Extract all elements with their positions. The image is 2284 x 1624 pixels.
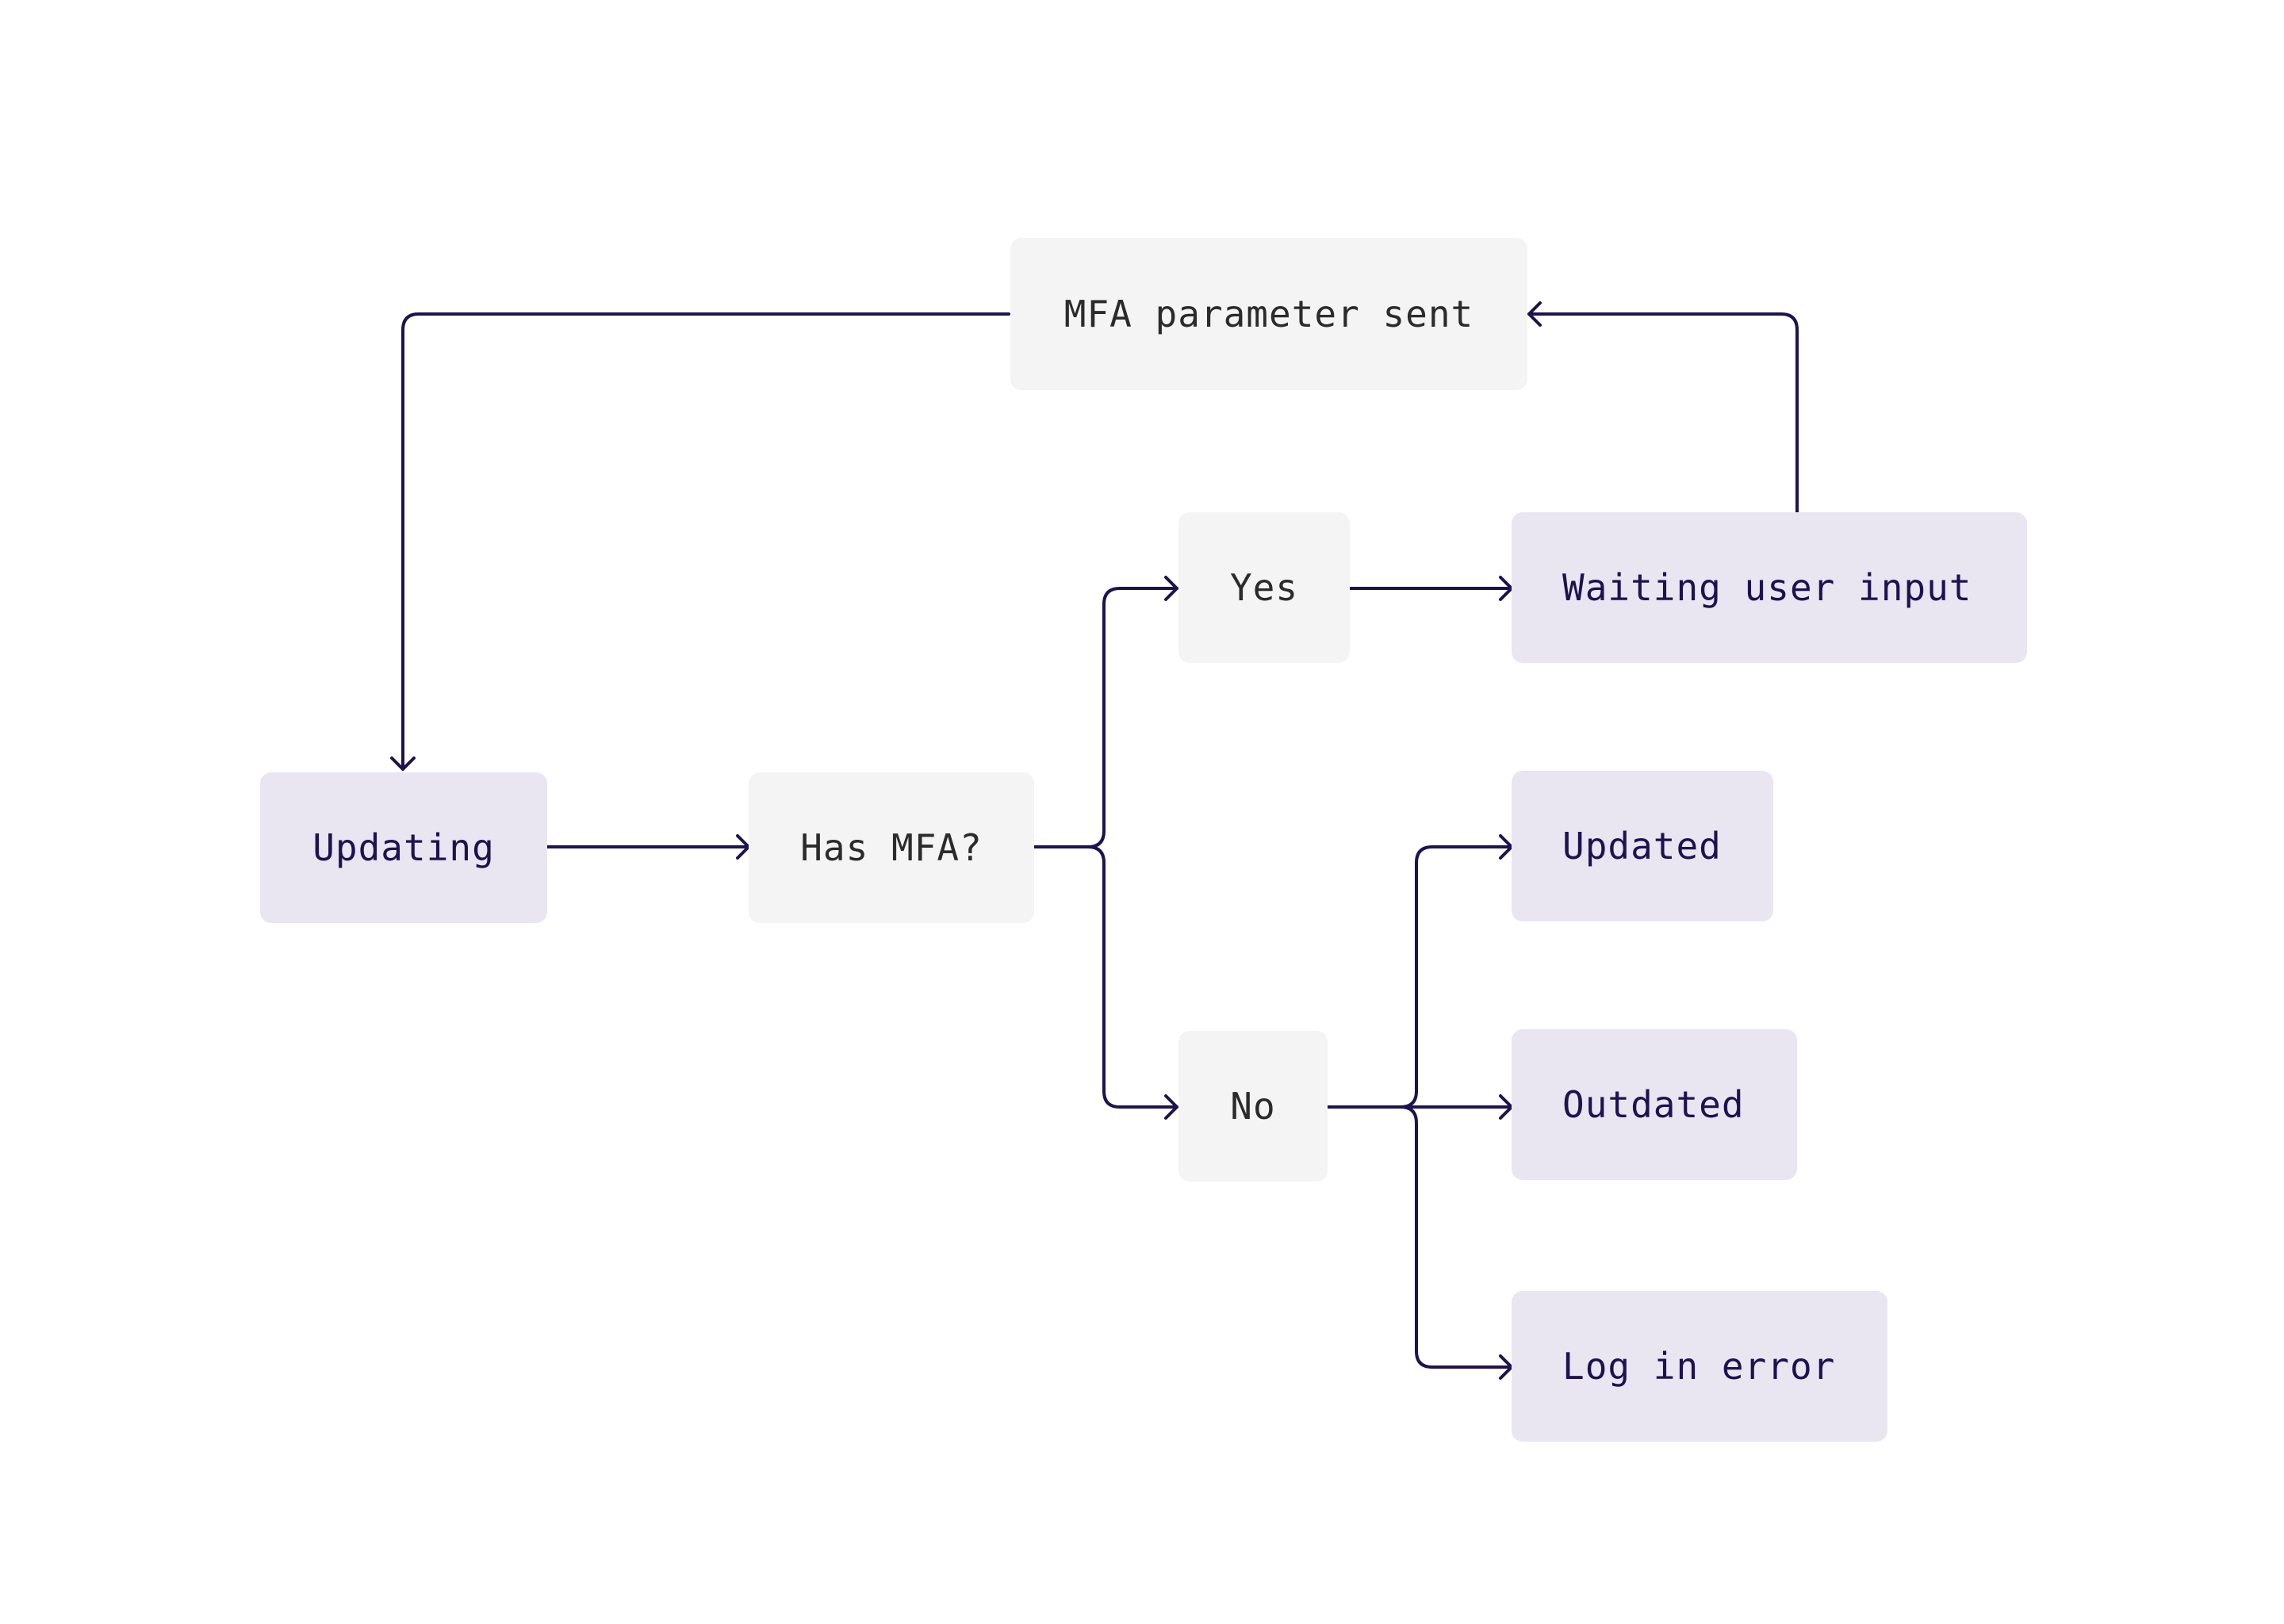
node-yes: Yes — [1178, 512, 1350, 663]
arrowhead-mfa-parameter-sent — [1527, 301, 1542, 327]
node-outdated: Outdated — [1512, 1029, 1797, 1180]
arrowhead-no — [1164, 1094, 1178, 1120]
node-yes-label: Yes — [1229, 566, 1299, 609]
node-waiting-user-input-label: Waiting user input — [1562, 566, 1972, 609]
node-updating: Updating — [260, 772, 547, 923]
edge-mfa-parameter-sent-to-updating — [401, 312, 1010, 771]
edge-no-to-updated — [1326, 845, 1513, 1109]
node-mfa-parameter-sent: MFA parameter sent — [1010, 238, 1527, 390]
edge-has-mfa-to-yes — [1033, 587, 1178, 848]
node-waiting-user-input: Waiting user input — [1512, 512, 2027, 663]
node-has-mfa-label: Has MFA? — [800, 826, 983, 869]
node-updated-label: Updated — [1562, 825, 1722, 868]
node-updated: Updated — [1512, 771, 1773, 921]
edge-waiting-user-input-to-mfa-parameter-sent — [1527, 312, 1799, 514]
edge-has-mfa-to-no — [1033, 845, 1178, 1109]
arrowhead-yes — [1164, 576, 1178, 601]
edge-no-to-log-in-error — [1326, 1105, 1513, 1369]
node-has-mfa: Has MFA? — [749, 772, 1034, 923]
node-updating-label: Updating — [312, 826, 495, 869]
node-no-label: No — [1230, 1085, 1276, 1128]
node-mfa-parameter-sent-label: MFA parameter sent — [1063, 293, 1474, 335]
node-no: No — [1178, 1031, 1328, 1182]
arrowhead-updating — [390, 756, 416, 771]
node-log-in-error: Log in error — [1512, 1291, 1887, 1442]
node-outdated-label: Outdated — [1562, 1083, 1745, 1126]
node-log-in-error-label: Log in error — [1562, 1345, 1836, 1388]
